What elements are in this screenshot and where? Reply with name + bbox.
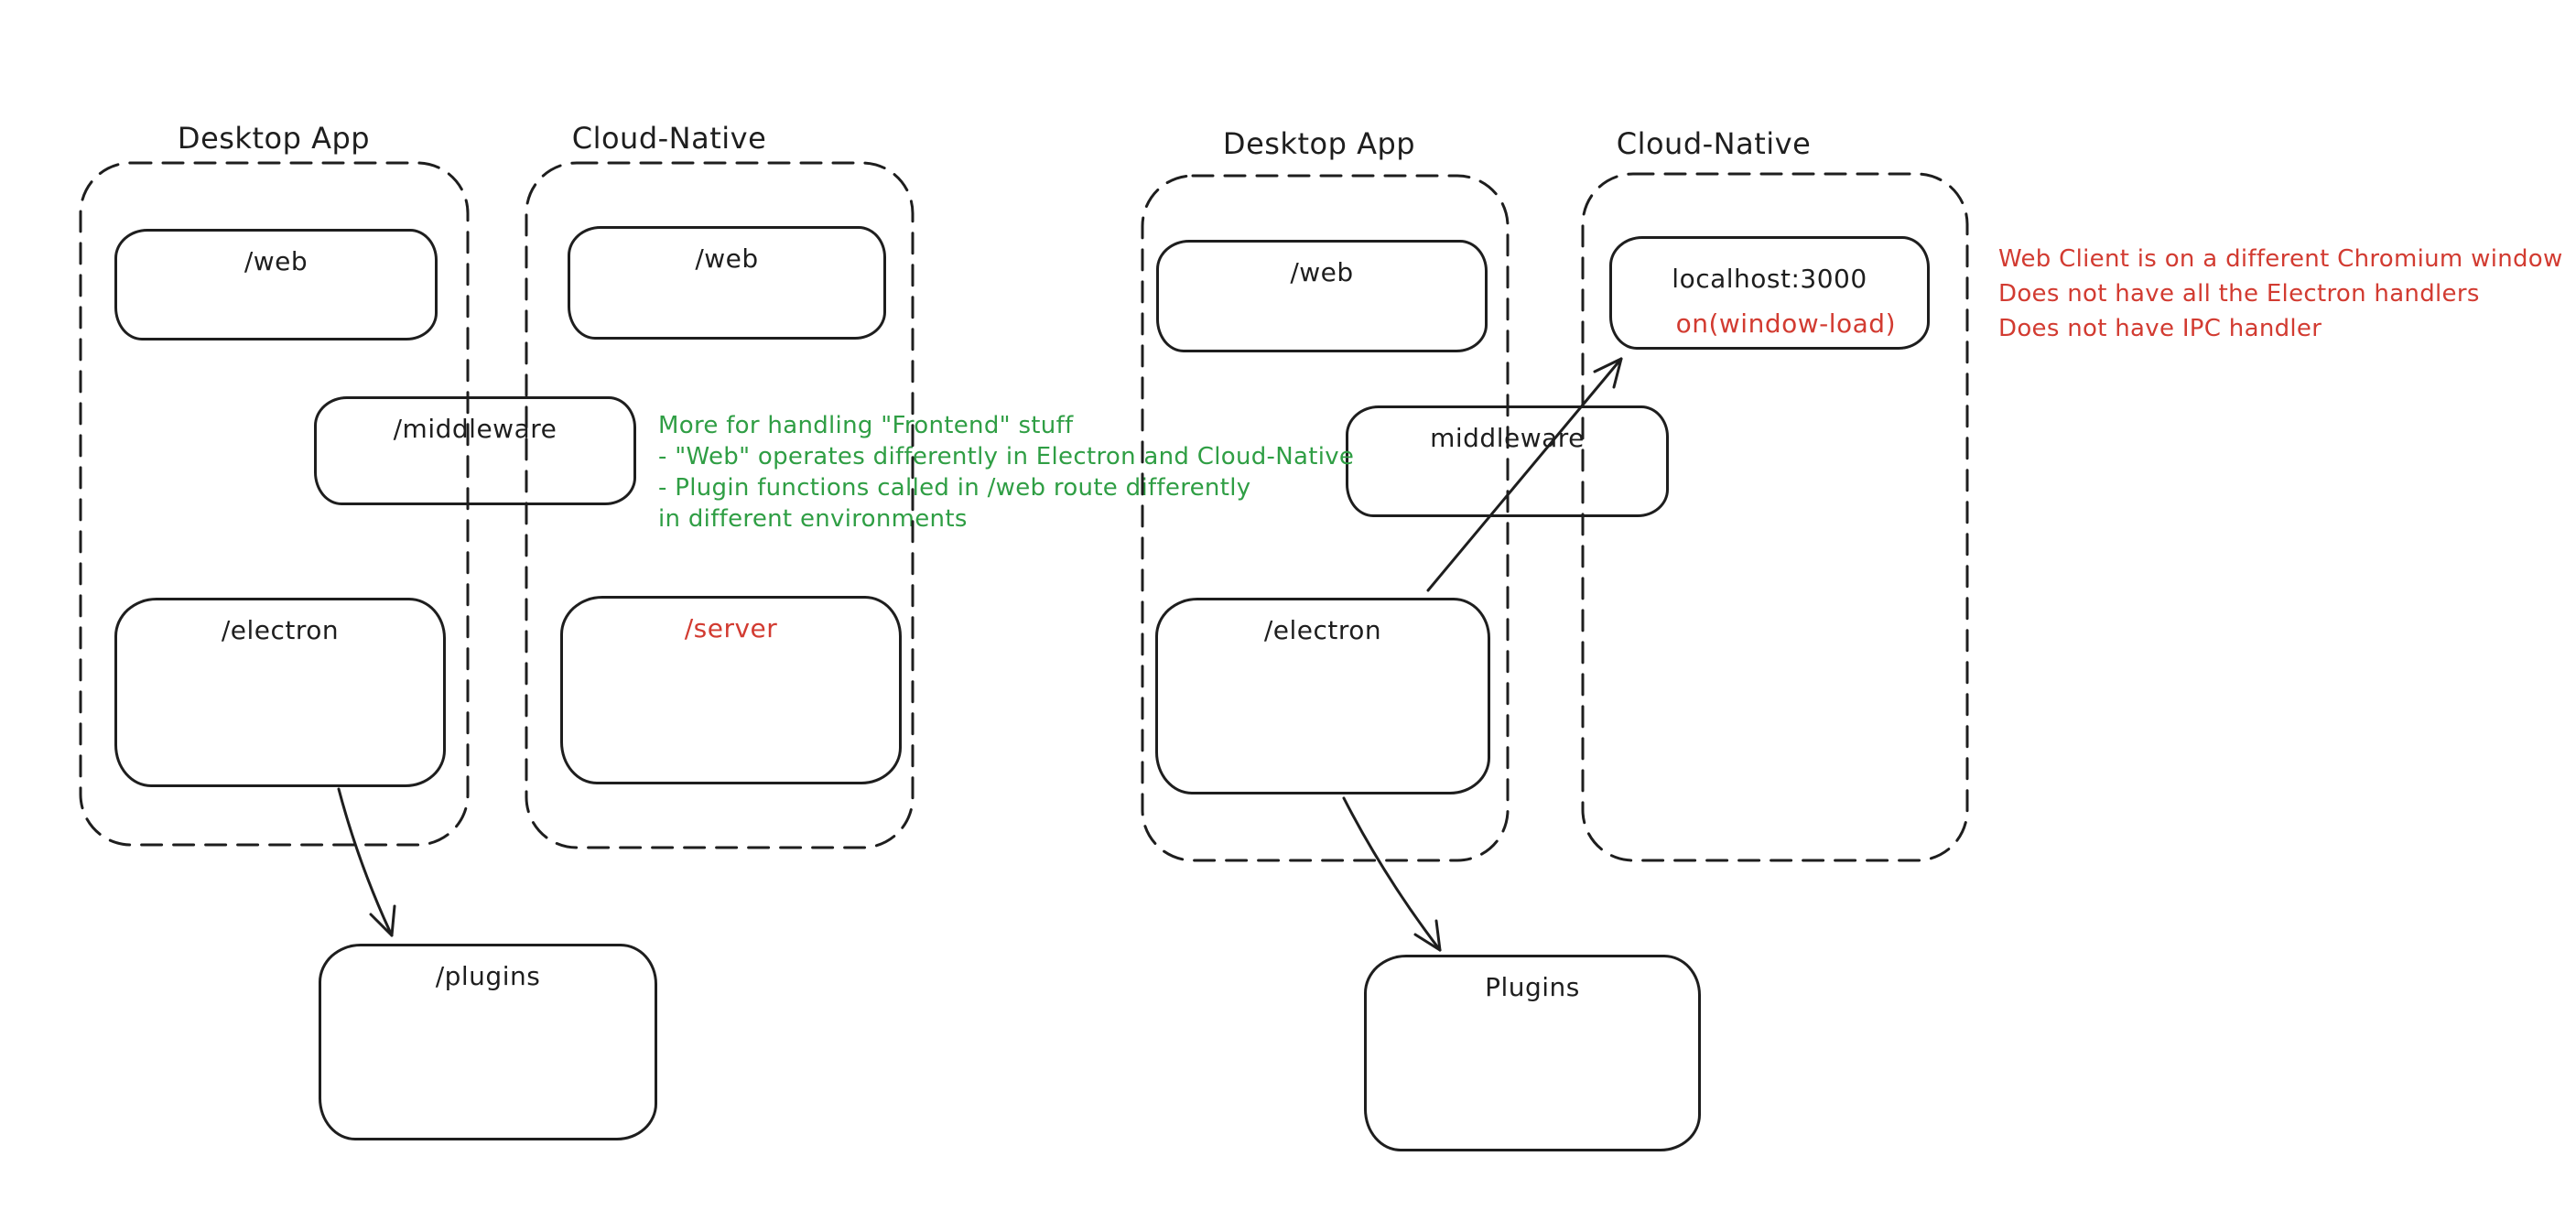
right-plugins-box: Plugins — [1364, 955, 1701, 1151]
right-electron-box: /electron — [1155, 598, 1490, 794]
green-note: More for handling "Frontend" stuff - "We… — [658, 410, 1354, 535]
arrow-right-electron-to-plugins — [1342, 796, 1442, 952]
red-note: Web Client is on a different Chromium wi… — [1998, 242, 2563, 346]
left-web-cloud-box: /web — [568, 226, 886, 340]
left-middleware-label: /middleware — [393, 414, 557, 444]
right-localhost-label: localhost:3000 — [1672, 264, 1867, 294]
left-server-label: /server — [684, 613, 778, 643]
red-note-line: Does not have IPC handler — [1998, 315, 2322, 342]
left-web-desktop-label: /web — [244, 246, 308, 276]
right-web-label: /web — [1290, 257, 1354, 287]
left-cloud-native-label: Cloud-Native — [571, 121, 767, 156]
right-cloud-native-label: Cloud-Native — [1616, 126, 1812, 161]
left-server-box: /server — [560, 596, 902, 784]
left-electron-label: /electron — [221, 615, 340, 645]
left-middleware-box: /middleware — [314, 396, 636, 505]
right-middleware-label: middleware — [1430, 423, 1585, 453]
green-note-line: - Plugin functions called in /web route … — [658, 474, 1251, 502]
red-note-line: Does not have all the Electron handlers — [1998, 280, 2480, 308]
right-on-window-load-label: on(window-load) — [1675, 308, 1896, 339]
right-middleware-box: middleware — [1346, 405, 1669, 517]
right-plugins-label: Plugins — [1485, 972, 1580, 1002]
left-web-desktop-box: /web — [114, 229, 438, 340]
right-web-box: /web — [1156, 240, 1488, 352]
green-note-line: - "Web" operates differently in Electron… — [658, 443, 1355, 470]
left-plugins-box: /plugins — [319, 944, 657, 1140]
left-web-cloud-label: /web — [695, 243, 759, 274]
left-plugins-label: /plugins — [435, 961, 541, 991]
green-note-line: in different environments — [658, 505, 968, 533]
right-localhost-box: localhost:3000 on(window-load) — [1609, 236, 1930, 350]
green-note-line: More for handling "Frontend" stuff — [658, 412, 1074, 439]
right-desktop-app-label: Desktop App — [1222, 126, 1416, 161]
red-note-line: Web Client is on a different Chromium wi… — [1998, 245, 2563, 273]
right-electron-label: /electron — [1263, 615, 1382, 645]
left-desktop-app-label: Desktop App — [177, 121, 371, 156]
arrow-left-electron-to-plugins — [337, 787, 396, 937]
left-electron-box: /electron — [114, 598, 446, 787]
